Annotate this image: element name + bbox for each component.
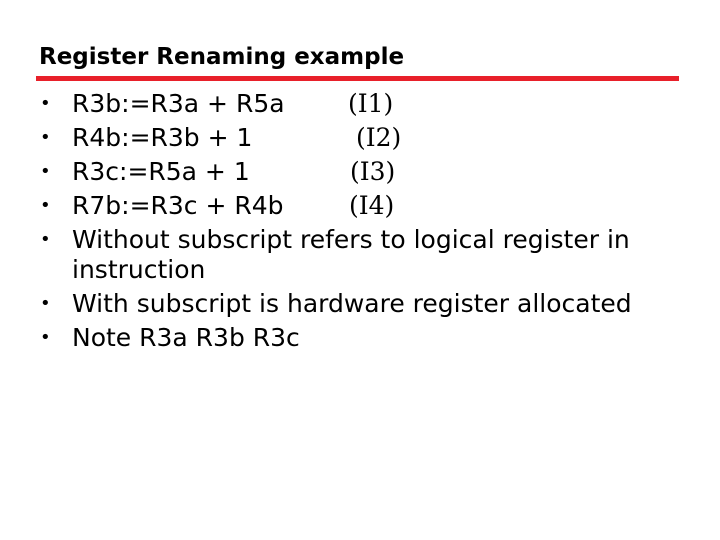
bullet-icon: • bbox=[40, 195, 51, 216]
note-item-3: • Note R3a R3b R3c bbox=[40, 323, 700, 353]
bullet-icon: • bbox=[40, 93, 51, 114]
instruction-tag: (I1) bbox=[348, 89, 394, 118]
instruction-item-2: • R4b:=R3b + 1 (I2) bbox=[40, 123, 700, 153]
bullet-icon: • bbox=[40, 327, 51, 348]
note-item-1: • Without subscript refers to logical re… bbox=[40, 225, 700, 285]
bullet-icon: • bbox=[40, 229, 51, 250]
instruction-tag: (I3) bbox=[350, 157, 396, 186]
instruction-item-3: • R3c:=R5a + 1 (I3) bbox=[40, 157, 700, 187]
instruction-code: R3b:=R3a + R5a bbox=[72, 89, 285, 118]
slide-title: Register Renaming example bbox=[39, 44, 405, 70]
instruction-tag: (I2) bbox=[356, 123, 402, 152]
bullet-list: • R3b:=R3a + R5a (I1) • R4b:=R3b + 1 (I2… bbox=[40, 89, 700, 357]
note-text: Note R3a R3b R3c bbox=[72, 323, 300, 352]
instruction-item-4: • R7b:=R3c + R4b (I4) bbox=[40, 191, 700, 221]
instruction-item-1: • R3b:=R3a + R5a (I1) bbox=[40, 89, 700, 119]
bullet-icon: • bbox=[40, 293, 51, 314]
instruction-tag: (I4) bbox=[349, 191, 395, 220]
bullet-icon: • bbox=[40, 127, 51, 148]
note-item-2: • With subscript is hardware register al… bbox=[40, 289, 700, 319]
instruction-code: R7b:=R3c + R4b bbox=[72, 191, 284, 220]
note-text: Without subscript refers to logical regi… bbox=[72, 225, 630, 284]
instruction-code: R4b:=R3b + 1 bbox=[72, 123, 253, 152]
title-underline bbox=[36, 76, 679, 81]
bullet-icon: • bbox=[40, 161, 51, 182]
instruction-code: R3c:=R5a + 1 bbox=[72, 157, 250, 186]
note-text: With subscript is hardware register allo… bbox=[72, 289, 632, 318]
